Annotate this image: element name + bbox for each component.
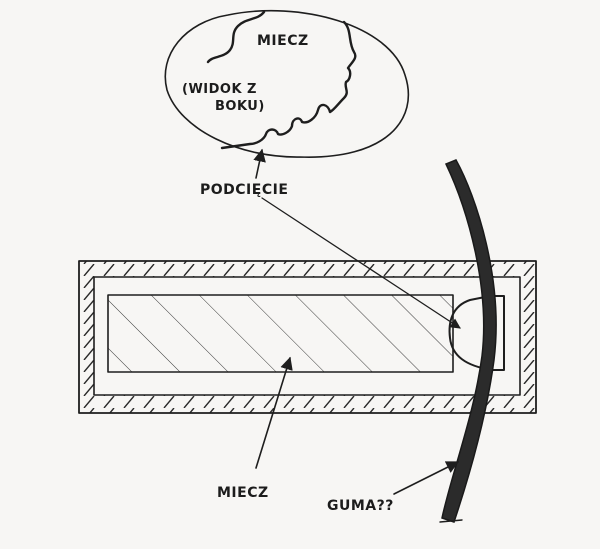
frame-inner-outline (93, 276, 521, 396)
inset-bubble-outline (164, 9, 410, 158)
inset-side-view-label-line2: BOKU) (215, 99, 265, 114)
side-view-inset: MIECZ (WIDOK Z BOKU) (164, 9, 410, 179)
frame-outer-outline (78, 260, 537, 414)
undercut-arrow-section (261, 197, 461, 329)
inset-side-view-label-line1: (WIDOK Z (182, 82, 257, 97)
sword-arrow (255, 356, 293, 469)
undercut-label: PODCIĘCIE (200, 182, 288, 198)
rubber-end-mark (439, 519, 463, 523)
inset-sword-label: MIECZ (257, 33, 309, 49)
blade-outline (107, 294, 454, 373)
inset-blade-left-edge (206, 10, 266, 64)
rubber-label: GUMA?? (327, 498, 394, 514)
inset-blade-notched-edge (220, 20, 357, 150)
undercut-arrow-inset (253, 148, 266, 179)
sword-label: MIECZ (217, 485, 269, 501)
blade-hatching (108, 295, 453, 372)
rubber-strip (441, 159, 497, 523)
rubber-arrow (393, 461, 460, 495)
cross-section (78, 197, 537, 414)
